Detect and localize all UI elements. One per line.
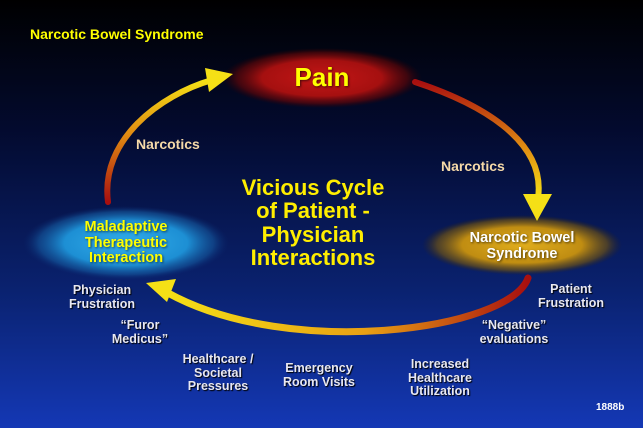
slide-title: Narcotic Bowel Syndrome: [30, 26, 204, 42]
pain-label: Pain: [294, 62, 350, 92]
maladaptive-interaction-label: Maladaptive Therapeutic Interaction: [84, 219, 168, 267]
center-title: Vicious Cycle of Patient - Physician Int…: [241, 175, 385, 270]
physician-frustration-label: Physician Frustration: [69, 283, 135, 311]
negative-evaluations-label: “Negative” evaluations: [479, 318, 549, 346]
societal-pressures-label: Healthcare / Societal Pressures: [182, 352, 254, 393]
narcotics-label-left: Narcotics: [136, 136, 200, 152]
narcotic-bowel-syndrome-node: [422, 215, 622, 275]
arrow-pain-to-nbs: [412, 79, 542, 201]
narcotics-label-right: Narcotics: [441, 158, 505, 174]
arrow-maladaptive-to-pain: [104, 77, 215, 205]
arrow-head-right-icon: [205, 68, 233, 92]
furor-medicus-label: “Furor Medicus”: [111, 318, 169, 346]
increased-utilization-label: Increased Healthcare Utilization: [408, 357, 472, 398]
patient-frustration-label: Patient Frustration: [538, 282, 604, 310]
slide-number: 1888b: [596, 402, 625, 413]
pain-node: [222, 48, 422, 108]
maladaptive-interaction-node: [23, 206, 229, 280]
narcotic-bowel-syndrome-label: Narcotic Bowel Syndrome: [469, 230, 575, 262]
arrow-head-down-icon: [523, 194, 552, 221]
er-visits-label: Emergency Room Visits: [282, 361, 355, 389]
arrow-head-left-icon: [146, 279, 176, 302]
arrow-nbs-to-maladaptive: [164, 274, 532, 336]
